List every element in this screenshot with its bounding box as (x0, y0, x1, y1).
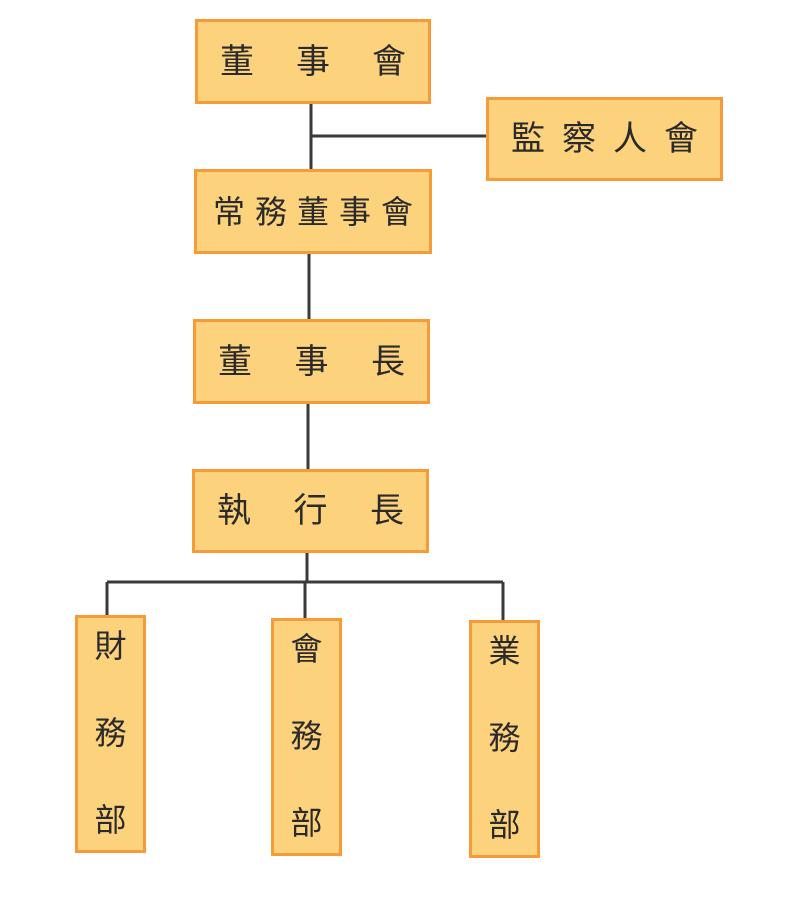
finance-department-box: 財 務 部 (75, 615, 146, 853)
chairman-char: 事 (294, 341, 329, 382)
supervisors-char: 人 (613, 119, 647, 159)
board-char: 會 (372, 41, 406, 82)
business-department-char: 業 (488, 632, 521, 670)
business-department-box: 業 務 部 (469, 620, 540, 858)
member-affairs-department-char: 部 (290, 804, 323, 842)
supervisors-char: 會 (664, 119, 698, 159)
executive-board-char: 董 (296, 192, 329, 231)
board-char: 事 (296, 41, 330, 82)
executive-board-char: 務 (254, 192, 287, 231)
member-affairs-department-char: 會 (290, 630, 323, 668)
board-of-directors-box: 董 事 會 (195, 19, 431, 104)
executive-board-char: 常 (213, 192, 246, 231)
member-affairs-department-char: 務 (290, 717, 323, 755)
member-affairs-department-box: 會 務 部 (271, 618, 342, 856)
board-char: 董 (220, 41, 254, 82)
chairman-box: 董 事 長 (193, 319, 430, 404)
finance-department-char: 財 (94, 627, 127, 665)
chairman-char: 長 (371, 341, 405, 382)
ceo-char: 執 (217, 491, 251, 531)
business-department-char: 務 (488, 719, 521, 757)
ceo-char: 行 (293, 491, 328, 531)
finance-department-char: 務 (94, 714, 127, 752)
executive-board-char: 會 (380, 192, 413, 231)
ceo-char: 長 (370, 491, 404, 531)
executive-board-char: 事 (338, 192, 371, 231)
chairman-char: 董 (218, 341, 252, 382)
supervisors-char: 察 (562, 119, 596, 159)
supervisors-char: 監 (511, 119, 545, 159)
business-department-char: 部 (488, 806, 521, 844)
executive-board-box: 常 務 董 事 會 (194, 169, 432, 254)
supervisors-box: 監 察 人 會 (486, 97, 723, 181)
ceo-box: 執 行 長 (192, 469, 429, 553)
finance-department-char: 部 (94, 801, 127, 839)
